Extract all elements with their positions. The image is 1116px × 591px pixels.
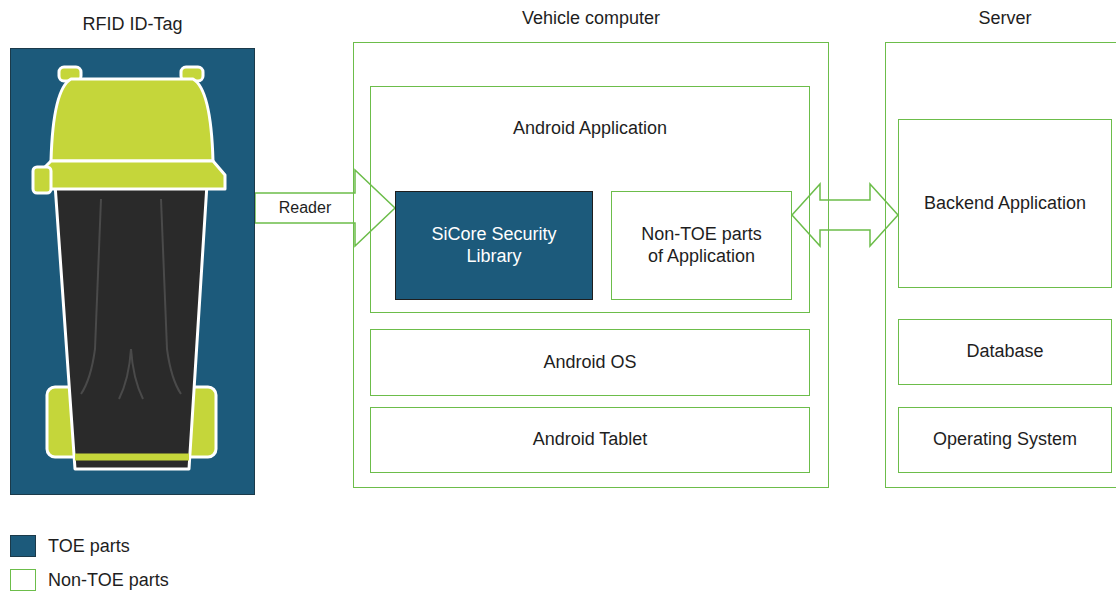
box-label: SiCore Security Library (419, 224, 569, 267)
box-label: Non-TOE parts of Application (638, 224, 766, 267)
connector-label: Reader (277, 198, 333, 217)
box-label: Android OS (543, 352, 636, 374)
data-exchange-arrow (792, 184, 898, 246)
reader-arrow (255, 170, 395, 246)
component-box: Non-TOE parts of Application (611, 191, 792, 300)
layer-box: Android OS (370, 329, 810, 396)
legend-swatch (10, 569, 36, 591)
legend-entry: Non-TOE parts (10, 563, 169, 591)
waste-bin-illustration (11, 49, 256, 496)
group-heading: Server (866, 8, 1116, 29)
toe-library-box: SiCore Security Library (395, 191, 593, 300)
layer-box: Operating System (898, 407, 1112, 473)
application-box: SiCore Security Library Non-TOE parts of … (370, 86, 810, 313)
legend: TOE partsNon-TOE parts (10, 529, 169, 591)
layer-box: Android Tablet (370, 407, 810, 473)
box-label: Android Application (513, 118, 667, 140)
legend-swatch (10, 535, 36, 557)
legend-entry: TOE parts (10, 529, 169, 563)
group-heading: RFID ID-Tag (0, 14, 274, 35)
legend-text: TOE parts (48, 536, 130, 557)
group-heading: Vehicle computer (334, 8, 848, 29)
legend-text: Non-TOE parts (48, 570, 169, 591)
box-label: Operating System (933, 429, 1077, 451)
layer-box: Database (898, 319, 1112, 385)
computer-box: SiCore Security Library Non-TOE parts of … (353, 42, 829, 488)
box-label: Backend Application (924, 193, 1086, 215)
server-box: Backend ApplicationDatabaseOperating Sys… (885, 42, 1116, 488)
box-label: Android Tablet (533, 429, 648, 451)
tag-box: RFID ID-Tag (10, 48, 255, 495)
component-box: Backend Application (898, 119, 1112, 288)
box-label: Database (966, 341, 1043, 363)
